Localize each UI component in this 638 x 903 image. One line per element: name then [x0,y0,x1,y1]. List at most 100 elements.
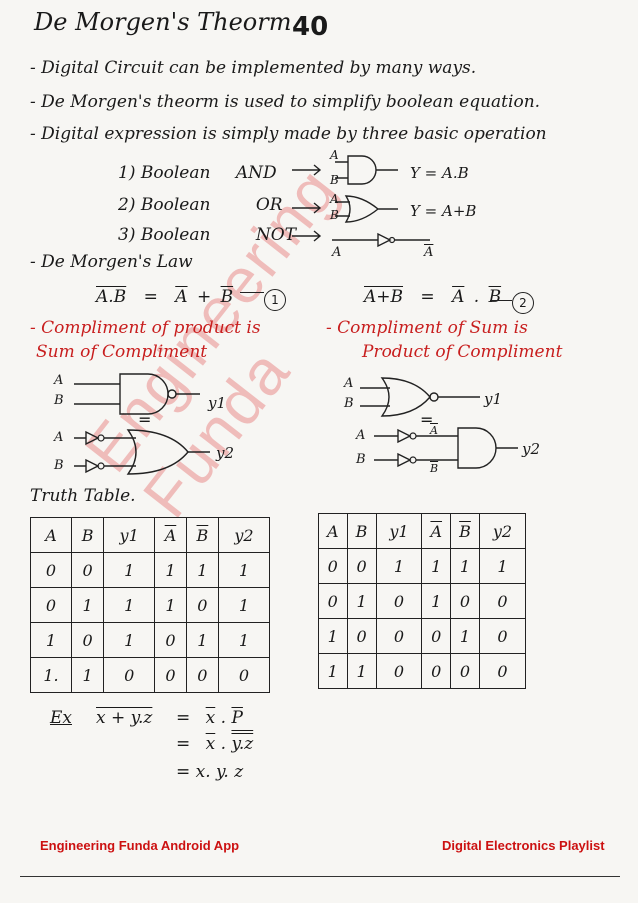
operation-number: 1) [118,163,136,183]
and-result: Y = A.B [410,164,469,182]
table-cell: 1 [217,622,271,658]
table-row: 1 0 1 0 1 1 [30,622,271,658]
truth-table-2: A B y1 A B y2 0 0 1 1 1 1 0 1 0 1 0 0 1 … [318,513,526,689]
operation-name: Boolean [140,163,211,183]
operation-op: AND [235,163,277,183]
eq2-number-badge: 2 [512,292,534,314]
left-bottom-input-a: A [54,430,64,445]
nor-gate-circuit [360,377,480,417]
operation-not: 3) Boolean NOT [118,225,296,245]
intro-line-3: - Digital expression is simply made by t… [30,124,547,144]
operation-op: NOT [255,225,296,245]
page-number: 40 [292,12,329,42]
table-cell: 1 [318,618,348,654]
table-cell: 0 [375,653,423,689]
table-cell: 0 [318,583,348,619]
not-output: A [424,245,434,260]
footer-app-link[interactable]: Engineering Funda Android App [40,838,240,853]
or-with-inverted-inputs-circuit [74,429,210,475]
table-cell: 0 [30,552,72,588]
or-result: Y = A+B [410,202,477,220]
table-cell: 0 [479,653,526,689]
table-cell: 1 [346,653,377,689]
table-row: 0 1 1 1 0 1 [30,587,271,623]
table-header-cell: B [346,513,377,549]
right-top-input-a: A [344,376,354,391]
table-header-cell: y1 [103,517,156,553]
nand-gate-circuit [74,373,200,415]
table-cell: 0 [154,622,187,658]
table-cell: 1 [318,653,348,689]
left-bottom-input-b: B [54,458,64,473]
table-header-cell: A [30,517,72,553]
table-cell: 0 [479,618,526,654]
and-gate-diagram [292,155,398,223]
operation-op: OR [255,195,283,215]
operation-name: Boolean [140,195,211,215]
table-header-cell: A [154,517,187,553]
table-cell: 1 [217,552,271,588]
table-cell: 0 [450,583,480,619]
table-cell: 1 [70,657,105,693]
right-top-output: y1 [484,390,503,408]
table-cell: 1 [154,587,187,623]
table-row: 0 0 1 1 1 1 [30,552,271,588]
table-cell: 0 [70,552,105,588]
right-bottom-b-bar: B [430,462,439,475]
table-cell: 0 [346,548,377,584]
table-cell: 1 [103,587,156,623]
eq2-description-2: Product of Compliment [362,342,563,362]
eq1-number-badge: 1 [264,289,286,311]
table-cell: 1 [217,587,271,623]
left-bottom-output: y2 [216,444,235,462]
right-bottom-input-b: B [356,452,366,467]
table-cell: 0 [318,548,348,584]
table-cell: 1 [450,618,480,654]
table-cell: 0 [103,657,156,693]
table-header-row: A B y1 A B y2 [318,513,526,549]
and-with-inverted-inputs-circuit [374,427,518,469]
table-cell: 0 [346,618,377,654]
right-equals: = [420,410,434,429]
table-header-cell: A [318,513,348,549]
operation-number: 3) [118,225,136,245]
truth-table-label: Truth Table. [30,486,136,506]
table-cell: 0 [154,657,187,693]
table-cell: 0 [185,657,219,693]
operation-or: 2) Boolean OR [118,195,283,215]
intro-line-2: - De Morgen's theorm is used to simplify… [30,92,541,112]
law-heading: - De Morgen's Law [30,252,193,272]
example-label: Ex [50,708,72,728]
table-header-cell: y2 [479,513,526,549]
right-top-input-b: B [344,396,354,411]
table-row: 1. 1 0 0 0 0 [30,657,271,693]
table-row: 0 0 1 1 1 1 [318,548,526,584]
example-lhs: x + y.z [96,708,153,728]
table-header-cell: B [450,513,480,549]
table-cell: 0 [479,583,526,619]
eq1-lhs: A.B [96,287,127,307]
eq1-description-2: Sum of Compliment [36,342,208,362]
example-line-1: = x . P [176,708,243,728]
table-cell: 1 [479,548,526,584]
table-cell: 0 [70,622,105,658]
right-bottom-input-a: A [356,428,366,443]
table-cell: 1 [103,622,156,658]
table-cell: 1 [185,622,219,658]
right-bottom-a-bar: A [430,424,438,437]
table-header-cell: A [421,513,451,549]
left-top-input-b: B [54,393,64,408]
table-header-cell: y1 [375,513,423,549]
bottom-divider [20,876,620,877]
table-cell: 1 [30,622,72,658]
footer-playlist-link[interactable]: Digital Electronics Playlist [442,838,605,853]
table-row: 1 1 0 0 0 0 [318,653,526,689]
not-gate-diagram [292,230,430,248]
example-line-2: = x . y.z [176,734,254,754]
eq2-description-1: - Compliment of Sum is [326,318,528,338]
table-cell: 1 [421,548,451,584]
table-cell: 1 [70,587,105,623]
table-cell: 1 [185,552,219,588]
table-header-row: A B y1 A B y2 [30,517,271,553]
table-cell: 1 [103,552,156,588]
